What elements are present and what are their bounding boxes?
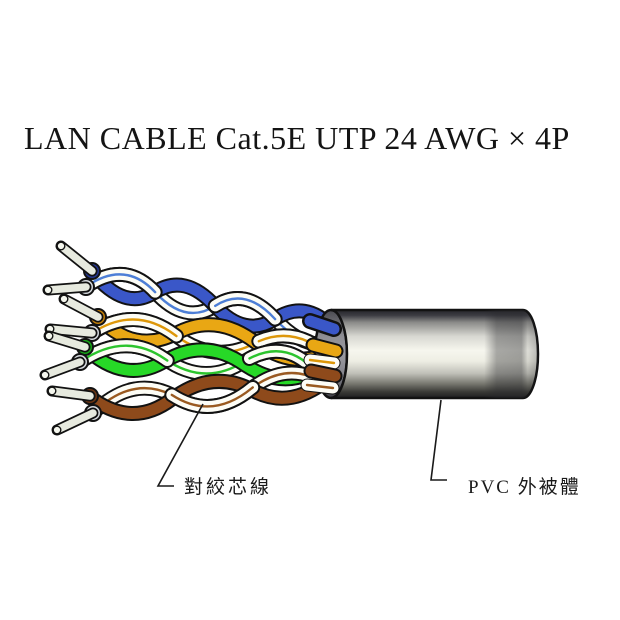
weave-overlay-brown xyxy=(85,365,339,421)
conductor-tips xyxy=(39,240,107,436)
tip-orange xyxy=(58,293,107,326)
jacket-face-wires xyxy=(300,313,344,395)
tip-blue xyxy=(55,240,101,280)
tip-white-green xyxy=(39,353,89,381)
pvc-jacket xyxy=(300,308,540,400)
conductor xyxy=(46,325,96,337)
weave-stripe xyxy=(91,371,333,415)
stub-white1-stripe xyxy=(308,358,336,365)
conductor-end xyxy=(44,331,54,341)
stub-orange xyxy=(307,339,342,357)
stub-white2-stripe xyxy=(305,383,335,390)
label-twisted-pair: 對絞芯線 xyxy=(184,477,273,498)
tip-brown xyxy=(46,385,99,405)
conductor xyxy=(60,295,102,321)
wire-brown xyxy=(84,369,339,419)
tip-white-orange xyxy=(44,323,101,342)
page-title: LAN CABLE Cat.5E UTP 24 AWG × 4P xyxy=(24,120,570,156)
conductor xyxy=(44,283,90,294)
leader-line-twisted-pair xyxy=(156,403,204,487)
weave-stripe xyxy=(90,318,335,361)
conductor xyxy=(53,409,97,434)
conductor-end xyxy=(43,285,53,295)
stub-brown xyxy=(305,365,341,382)
conductor-end xyxy=(40,370,50,380)
twisted-pair-brown xyxy=(82,365,341,421)
weave-overlay-orange xyxy=(84,312,341,367)
label-pvc-jacket: PVC 外被體 xyxy=(468,477,581,498)
conductor-end xyxy=(59,294,69,304)
conductor-end xyxy=(52,425,62,435)
weave-overlay-blue xyxy=(79,266,339,352)
tip-green xyxy=(43,330,94,356)
conductor xyxy=(41,358,84,379)
tip-white-brown xyxy=(51,404,102,436)
jacket-end-shading xyxy=(331,310,538,398)
conductor-end xyxy=(47,386,57,396)
conductor xyxy=(48,387,94,400)
weave-stripe xyxy=(85,273,333,346)
conductor-end xyxy=(56,241,66,251)
weave-stripe xyxy=(78,344,318,375)
leader-line-jacket xyxy=(430,399,447,481)
conductor xyxy=(45,332,89,351)
conductor xyxy=(57,242,96,275)
stub-blue xyxy=(304,315,340,335)
weave-overlay-green xyxy=(72,338,324,381)
tip-white-blue xyxy=(42,278,95,296)
